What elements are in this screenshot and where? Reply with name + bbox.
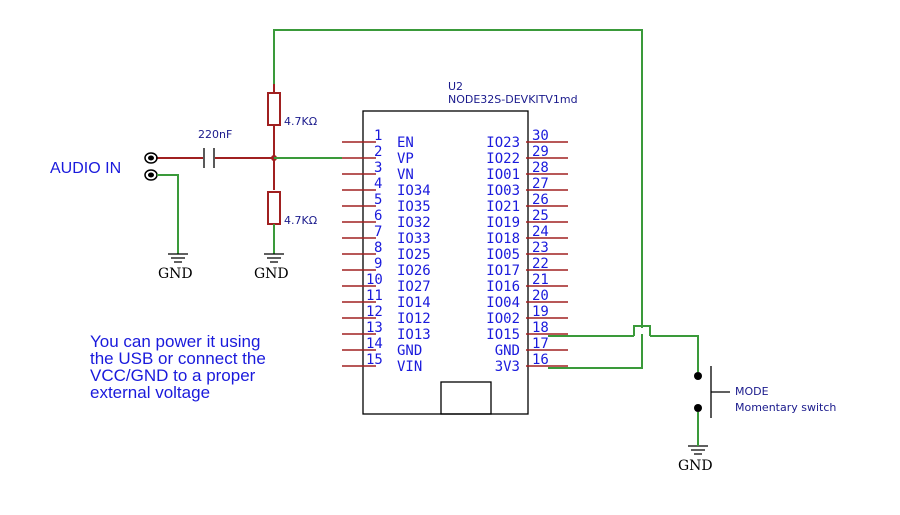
- right-pin-number: 16: [532, 352, 549, 368]
- gnd-label-audio: GND: [158, 266, 193, 282]
- gnd-symbol-switch: [688, 445, 708, 455]
- right-pin-name: IO01: [486, 167, 520, 183]
- right-pin-number: 26: [532, 192, 549, 208]
- right-pin-name: IO23: [486, 135, 520, 151]
- left-pin-number: 5: [374, 192, 382, 208]
- left-pin-group: 1 EN 2 VP 3 VN 4 IO34 5 IO35 6 IO32 7 IO33 8 IO25 9 IO26 1…: [342, 128, 431, 375]
- right-pin-number: 23: [532, 240, 549, 256]
- right-pin-name: GND: [495, 343, 520, 359]
- right-pin-name: IO21: [486, 199, 520, 215]
- left-pin-number: 4: [374, 176, 382, 192]
- gnd-label-switch: GND: [678, 458, 713, 474]
- capacitor-value-label: 220nF: [198, 128, 232, 141]
- power-wire-loop: [273, 29, 643, 369]
- left-pin-name: IO35: [397, 199, 431, 215]
- right-pin-name: IO19: [486, 215, 520, 231]
- resistor-top: [267, 92, 281, 126]
- left-pin-name: EN: [397, 135, 414, 151]
- left-pin-number: 2: [374, 144, 382, 160]
- ic-part-label: NODE32S-DEVKITV1md: [448, 93, 578, 106]
- left-pin-name: IO27: [397, 279, 431, 295]
- capacitor-220nF: [203, 148, 215, 168]
- right-pin-number: 24: [532, 224, 549, 240]
- left-pin-name: VIN: [397, 359, 422, 375]
- audio-in-label: AUDIO IN: [50, 160, 121, 177]
- right-pin-number: 22: [532, 256, 549, 272]
- left-pin-number: 6: [374, 208, 382, 224]
- right-pin-name: IO02: [486, 311, 520, 327]
- left-pin-number: 12: [366, 304, 383, 320]
- audio-jack-icon: [144, 152, 158, 181]
- resistor-bottom-value-label: 4.7KΩ: [284, 214, 317, 227]
- switch-desc-label: Momentary switch: [735, 401, 836, 414]
- right-pin-number: 19: [532, 304, 549, 320]
- left-pin-name: IO34: [397, 183, 431, 199]
- note-line-3: VCC/GND to a proper: [90, 366, 256, 385]
- left-pin-name: VN: [397, 167, 414, 183]
- right-pin-number: 18: [532, 320, 549, 336]
- right-pin-number: 30: [532, 128, 549, 144]
- left-pin-number: 3: [374, 160, 382, 176]
- note-line-2: the USB or connect the: [90, 349, 266, 368]
- switch-label: MODE: [735, 385, 769, 398]
- momentary-switch: [694, 366, 730, 418]
- right-pin-name: IO22: [486, 151, 520, 167]
- left-pin-number: 14: [366, 336, 383, 352]
- right-pin-name: IO04: [486, 295, 520, 311]
- right-pin-name: IO17: [486, 263, 520, 279]
- left-pin-name: IO25: [397, 247, 431, 263]
- right-pin-name: IO03: [486, 183, 520, 199]
- right-pin-name: IO15: [486, 327, 520, 343]
- left-pin-name: IO14: [397, 295, 431, 311]
- note-line-1: You can power it using: [90, 332, 260, 351]
- left-pin-number: 15: [366, 352, 383, 368]
- usb-port: [440, 381, 492, 415]
- right-pin-name: IO05: [486, 247, 520, 263]
- gnd-symbol-resistor: [264, 253, 284, 263]
- left-pin-number: 11: [366, 288, 383, 304]
- right-pin-name: IO16: [486, 279, 520, 295]
- right-pin-group: 30IO2329IO2228IO0127IO0326IO2125IO1924IO…: [486, 128, 568, 375]
- left-pin-number: 9: [374, 256, 382, 272]
- resistor-top-value-label: 4.7KΩ: [284, 115, 317, 128]
- left-pin-name: IO26: [397, 263, 431, 279]
- resistor-bottom: [267, 191, 281, 225]
- left-pin-number: 8: [374, 240, 382, 256]
- left-pin-name: VP: [397, 151, 414, 167]
- left-pin-name: IO33: [397, 231, 431, 247]
- audio-gnd-wire: [157, 174, 179, 254]
- left-pin-name: IO13: [397, 327, 431, 343]
- right-pin-number: 28: [532, 160, 549, 176]
- wire-hop: [633, 325, 651, 336]
- left-pin-number: 10: [366, 272, 383, 288]
- left-pin-name: GND: [397, 343, 422, 359]
- left-pin-number: 13: [366, 320, 383, 336]
- right-pin-name: IO18: [486, 231, 520, 247]
- right-pin-number: 27: [532, 176, 549, 192]
- right-pin-number: 21: [532, 272, 549, 288]
- right-pin-number: 25: [532, 208, 549, 224]
- left-pin-number: 7: [374, 224, 382, 240]
- right-pin-number: 20: [532, 288, 549, 304]
- gnd-symbol-audio: [168, 253, 188, 263]
- right-pin-number: 17: [532, 336, 549, 352]
- gnd-label-resistor: GND: [254, 266, 289, 282]
- right-pin-number: 29: [532, 144, 549, 160]
- left-pin-name: IO32: [397, 215, 431, 231]
- left-pin-number: 1: [374, 128, 382, 144]
- right-pin-name: 3V3: [495, 359, 520, 375]
- ic-ref-label: U2: [448, 80, 463, 93]
- left-pin-name: IO12: [397, 311, 431, 327]
- io15-to-switch-wire: [548, 335, 699, 372]
- note-line-4: external voltage: [90, 383, 210, 402]
